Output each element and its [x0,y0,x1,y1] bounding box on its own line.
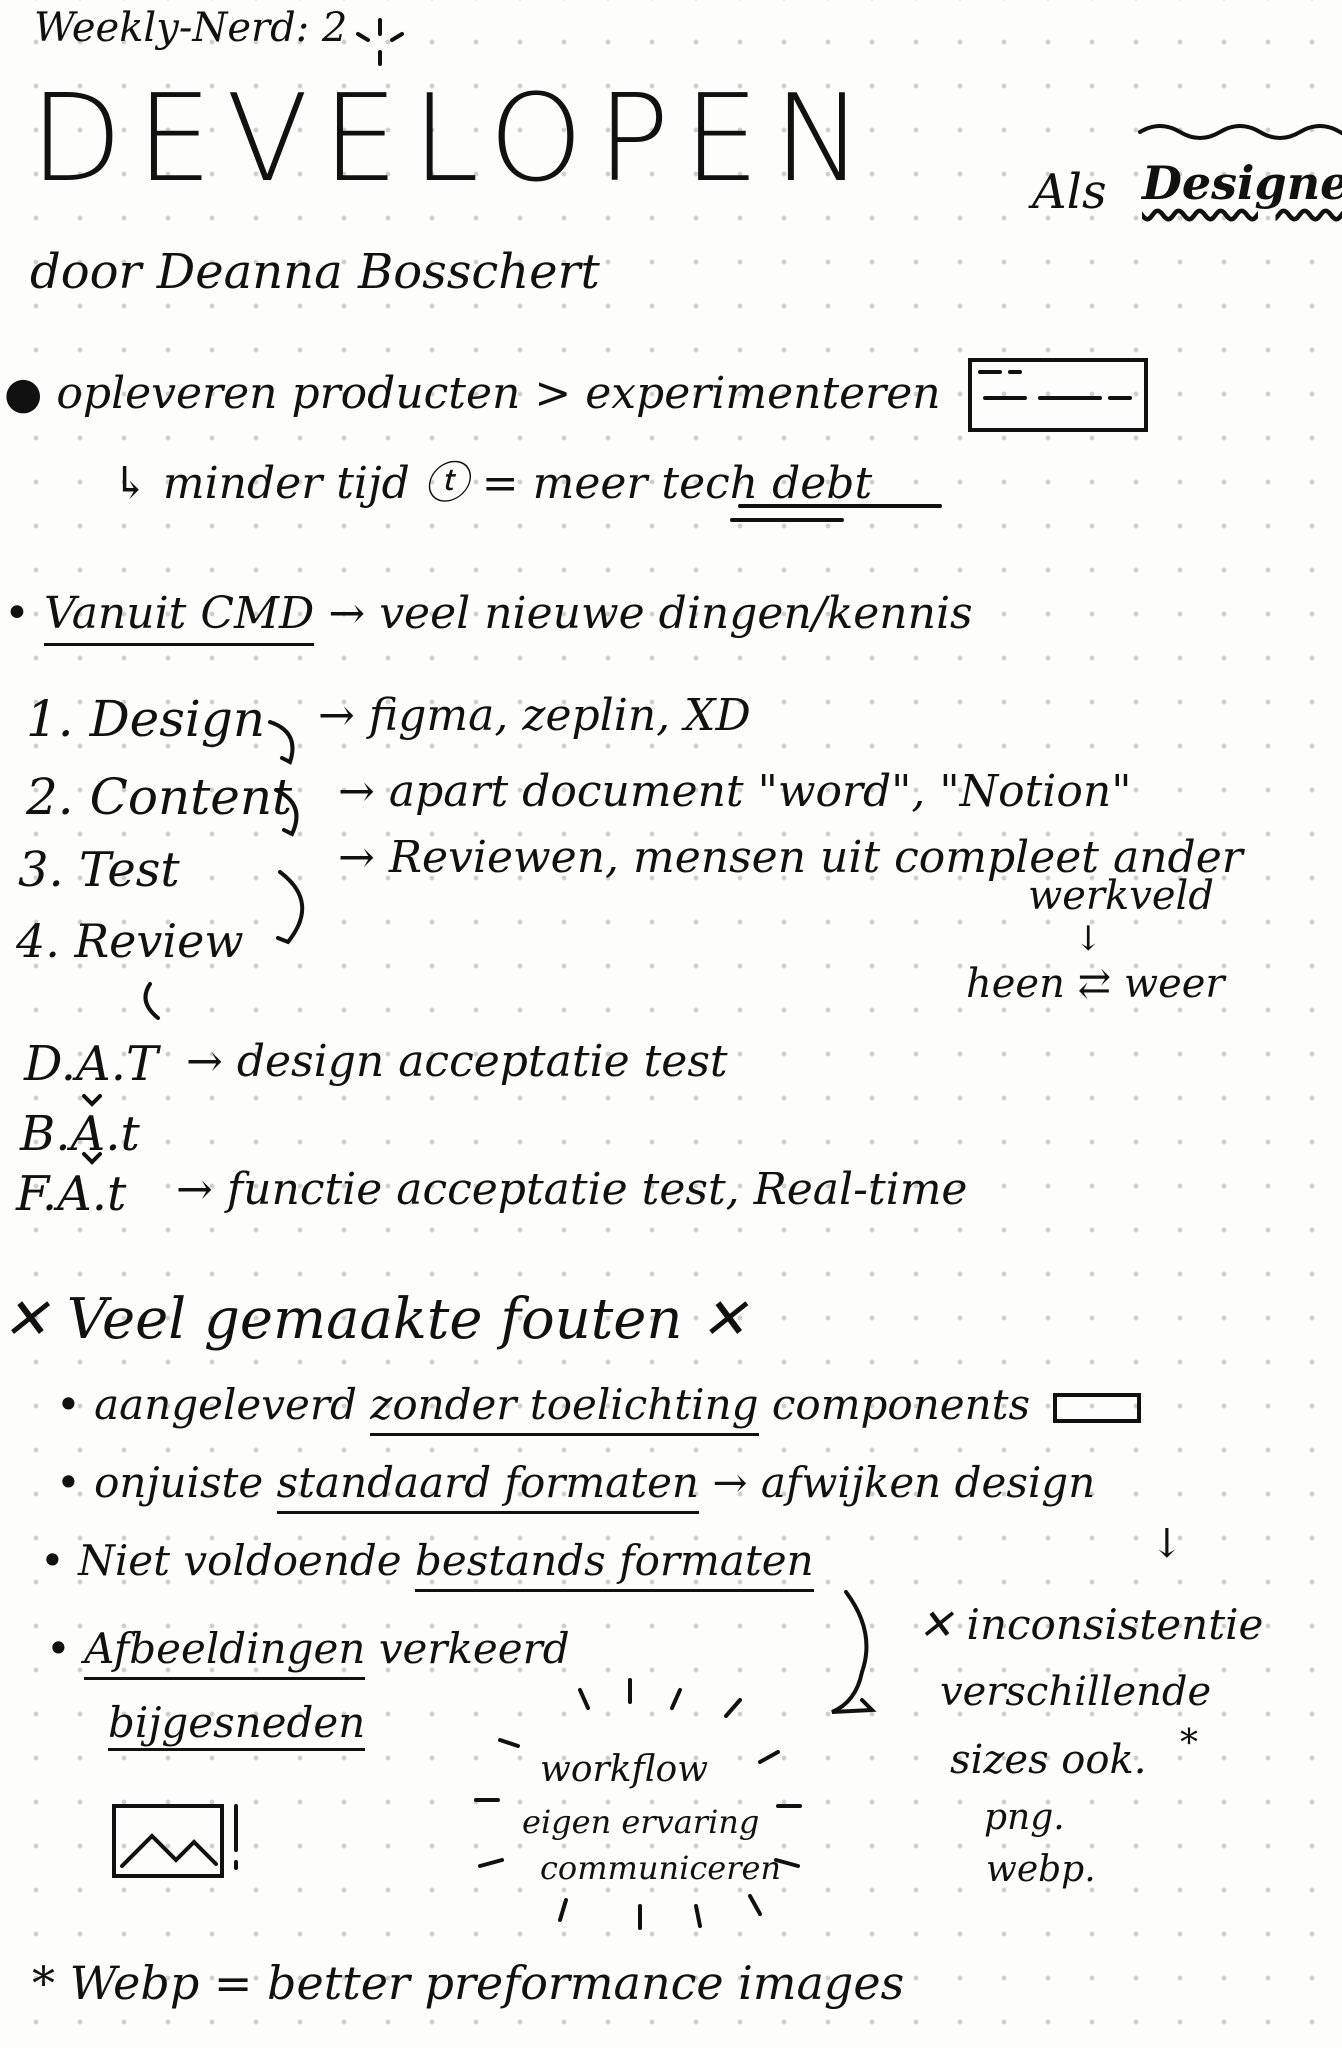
side-line-3: png. [984,1797,1065,1838]
bat-code: B.A.t [20,1106,140,1162]
mistake-item-3: • Niet voldoende bestands formaten [40,1536,814,1592]
designer-label: Designer [1142,156,1342,210]
mistakes-heading: ✕ Veel gemaakte fouten ✕ [2,1287,748,1352]
wavy-line-decoration [1138,124,1342,140]
author-line: door Deanna Bosschert [30,244,600,300]
mistake-item-4: • Afbeeldingen verkeerd [46,1624,570,1680]
component-box-icon [1053,1393,1142,1423]
brace-arrow-icon [831,1590,877,1714]
page-title: DEVELOPEN [30,70,878,209]
step-test-note: → Reviewen, mensen uit compleet ander [338,832,1243,883]
burst-workflow: workflow [540,1749,709,1790]
werkveld-label: werkveld [1028,873,1214,919]
burst-ervaring: eigen ervaring [522,1803,760,1841]
step-arrow-icon [143,982,160,1020]
bullet-vanuit: • Vanuit CMD → veel nieuwe dingen/kennis [4,588,973,646]
bullet-opleveren: ● opleveren producten > experimenteren [4,372,941,416]
bullet-dot: • [4,588,30,639]
mistake-underlined: zonder toelichting [370,1380,759,1436]
sparkle-icon [356,18,404,66]
bijgesneden-label: bijgesneden [108,1702,366,1751]
step-arrow-icon [276,870,305,945]
bullet-dot: ● [4,368,43,419]
down-arrow-design: ↓ [1150,1521,1184,1567]
fat-code: F.A.t [16,1166,127,1222]
burst-communiceren: communiceren [540,1849,782,1887]
step-content: 2. Content [26,768,293,826]
mistake-item-1: • aangeleverd zonder toelichting compone… [56,1380,1142,1436]
mistake-underlined: Afbeeldingen [84,1624,366,1680]
step-review: 4. Review [16,914,244,968]
mistake-text: aangeleverd [94,1380,357,1429]
image-placeholder-icon [112,1804,224,1878]
side-line-1: verschillende [940,1669,1212,1715]
side-line-4: webp. [986,1849,1096,1890]
mistake-underlined: standaard formaten [276,1458,699,1514]
mistake-item-2: • onjuiste standaard formaten → afwijken… [56,1458,1095,1514]
step-design-note: → figma, zeplin, XD [318,690,751,741]
step-arrow-icon [268,720,295,765]
burst-rays-icon [474,1678,802,1930]
mistake-text: onjuiste [94,1458,264,1507]
star-mark: * [1180,1723,1198,1764]
tech-debt-line: ↳ minder tijd ⓣ = meer tech debt [112,458,873,509]
down-arrow-werkveld: ↓ [1074,919,1103,959]
step-content-note: → apart document "word", "Notion" [338,766,1132,817]
dat-code: D.A.T [24,1036,158,1092]
heen-weer: heen ⇄ weer [966,964,1225,1004]
vanuit-lead: Vanuit CMD [43,588,315,646]
mistake-text: components [771,1380,1031,1429]
mistake-text: → afwijken design [712,1458,1096,1507]
footnote: * Webp = better preformance images [32,1956,905,2010]
step-arrow-icon [274,788,299,837]
weekly-nerd-label: Weekly-Nerd: 2 [34,5,348,51]
heen-label: heen [966,961,1065,1007]
side-line-2: sizes ook. [950,1737,1147,1783]
mistake-text: verkeerd [378,1624,570,1673]
als-label: Als [1032,164,1107,220]
opleveren-text: opleveren producten > experimenteren [56,368,941,419]
mistake-text: Niet voldoende [78,1536,402,1585]
swap-arrows-icon: ⇄ [1077,961,1112,1007]
weer-label: weer [1123,961,1225,1007]
mistake-underlined: bestands formaten [415,1536,814,1592]
fat-desc: → functie acceptatie test, Real-time [176,1164,968,1215]
vanuit-rest: → veel nieuwe dingen/kennis [328,588,973,639]
dat-desc: → design acceptatie test [186,1036,728,1087]
inconsistentie-label: ✕ inconsistentie [918,1600,1264,1649]
screen-sketch-icon [968,358,1148,432]
step-test: 3. Test [18,842,180,898]
step-design: 1. Design [26,690,266,748]
